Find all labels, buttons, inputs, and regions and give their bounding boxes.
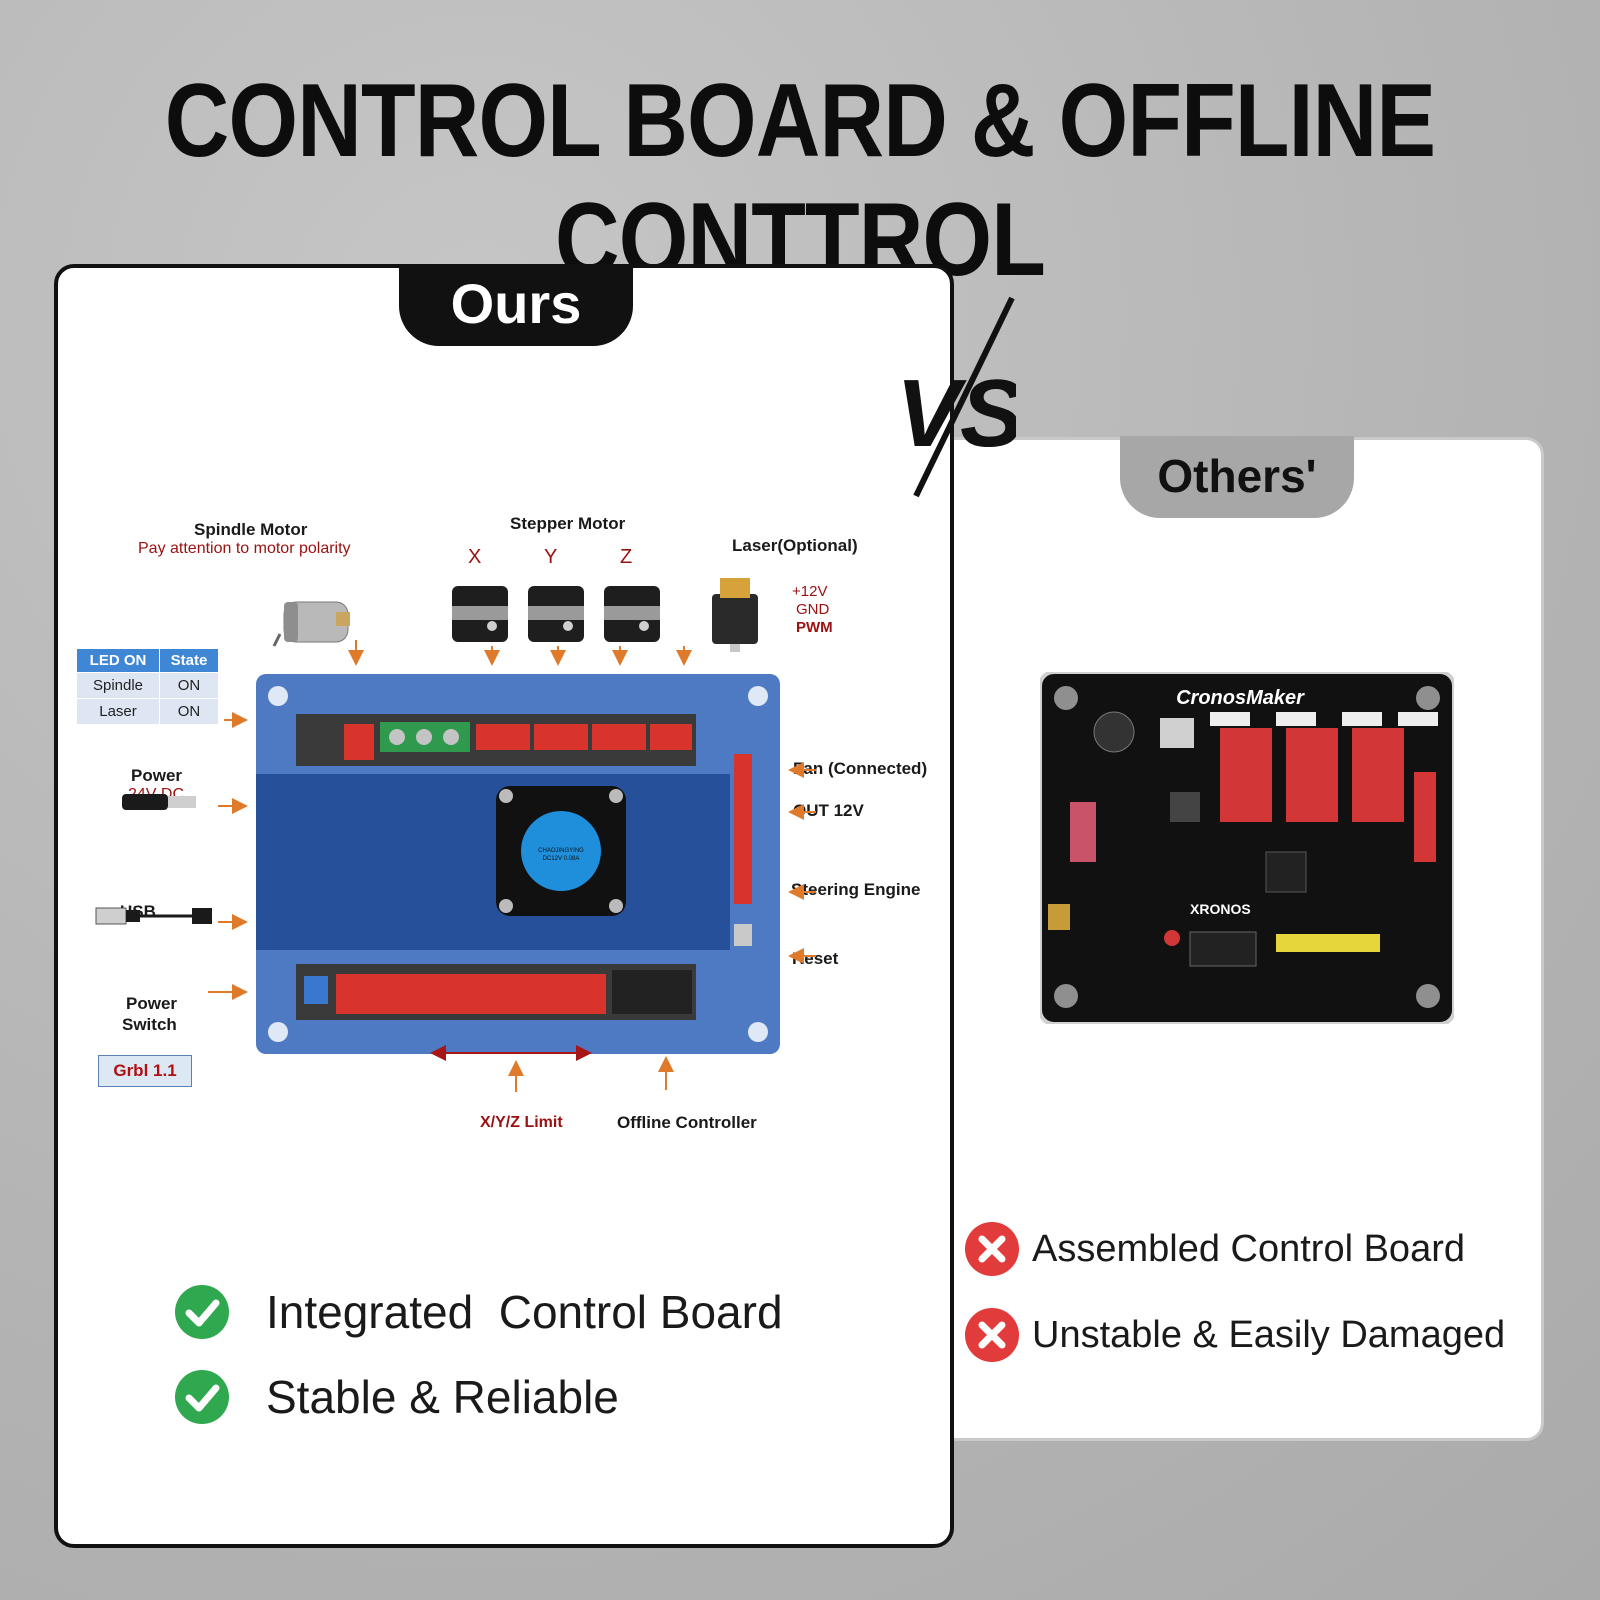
power-plug-icon [122, 794, 196, 810]
offline-label: Offline Controller [617, 1113, 757, 1132]
stepper-motor-y-icon [528, 586, 584, 642]
limit-label: X/Y/Z Limit [480, 1114, 563, 1131]
power-title: Power [131, 766, 183, 785]
led-header-state: State [159, 648, 219, 673]
axis-x-label: X [468, 546, 482, 568]
power-switch-line2: Switch [122, 1015, 177, 1034]
stepper-motor-x-icon [452, 586, 508, 642]
laser-pin-12v: +12V [792, 583, 828, 600]
ours-board-diagram: CHAOJINGYING DC12V 0.08A [95, 578, 816, 1092]
cross-icon [965, 1308, 1019, 1362]
others-feature-1-text: Assembled Control Board [1032, 1227, 1465, 1270]
power-switch-line1: Power [126, 994, 178, 1013]
ours-feature-2-text: Stable & Reliable [266, 1371, 619, 1423]
fan-sticker-line1: CHAOJINGYING [538, 848, 584, 854]
others-board-image: CronosMaker XRONOS [1040, 672, 1454, 1024]
led-row-spindle-state: ON [159, 672, 219, 699]
led-row-laser-state: ON [159, 698, 219, 725]
laser-module-icon [712, 578, 758, 652]
vs-mark: VS [896, 296, 1016, 498]
stepper-motor-z-icon [604, 586, 660, 642]
axis-y-label: Y [544, 546, 558, 568]
others-feature-2: Unstable & Easily Damaged [964, 1307, 1505, 1363]
spindle-note: Pay attention to motor polarity [138, 540, 351, 557]
spindle-motor-icon [272, 601, 350, 647]
laser-pin-pwm: PWM [796, 619, 833, 636]
ours-feature-2: Stable & Reliable [174, 1369, 619, 1425]
laser-pin-gnd: GND [796, 601, 830, 618]
stepper-title: Stepper Motor [510, 514, 626, 533]
ours-feature-1: Integrated Control Board [174, 1284, 783, 1340]
others-chip-label: XRONOS [1190, 901, 1251, 917]
usb-cable-icon [95, 907, 212, 925]
others-tab: Others' [1120, 436, 1354, 518]
others-brand-text: CronosMaker [1176, 687, 1305, 709]
firmware-badge: Grbl 1.1 [98, 1055, 192, 1087]
our-board-enclosure: CHAOJINGYING DC12V 0.08A [256, 674, 780, 1054]
led-row-laser-name: Laser [76, 698, 160, 725]
ours-feature-1-text: Integrated Control Board [266, 1286, 783, 1338]
fan-label: Fan (Connected) [793, 759, 928, 778]
fan-sticker-line2: DC12V 0.08A [543, 856, 580, 862]
axis-z-label: Z [620, 546, 633, 568]
check-icon [175, 1370, 229, 1424]
cross-icon [965, 1222, 1019, 1276]
out12v-label: OUT 12V [793, 801, 864, 820]
spindle-title: Spindle Motor [194, 520, 308, 539]
check-icon [175, 1285, 229, 1339]
others-feature-1: Assembled Control Board [964, 1221, 1465, 1277]
page-headline: CONTROL BOARD & OFFLINE CONTTROL [164, 63, 1436, 298]
others-feature-2-text: Unstable & Easily Damaged [1032, 1313, 1506, 1356]
laser-title: Laser(Optional) [732, 536, 858, 555]
steering-label: Steering Engine [791, 880, 921, 899]
led-header-led: LED ON [76, 648, 160, 673]
led-state-table: LED ON State Spindle ON Laser ON [76, 648, 219, 725]
ours-tab: Ours [399, 264, 633, 346]
